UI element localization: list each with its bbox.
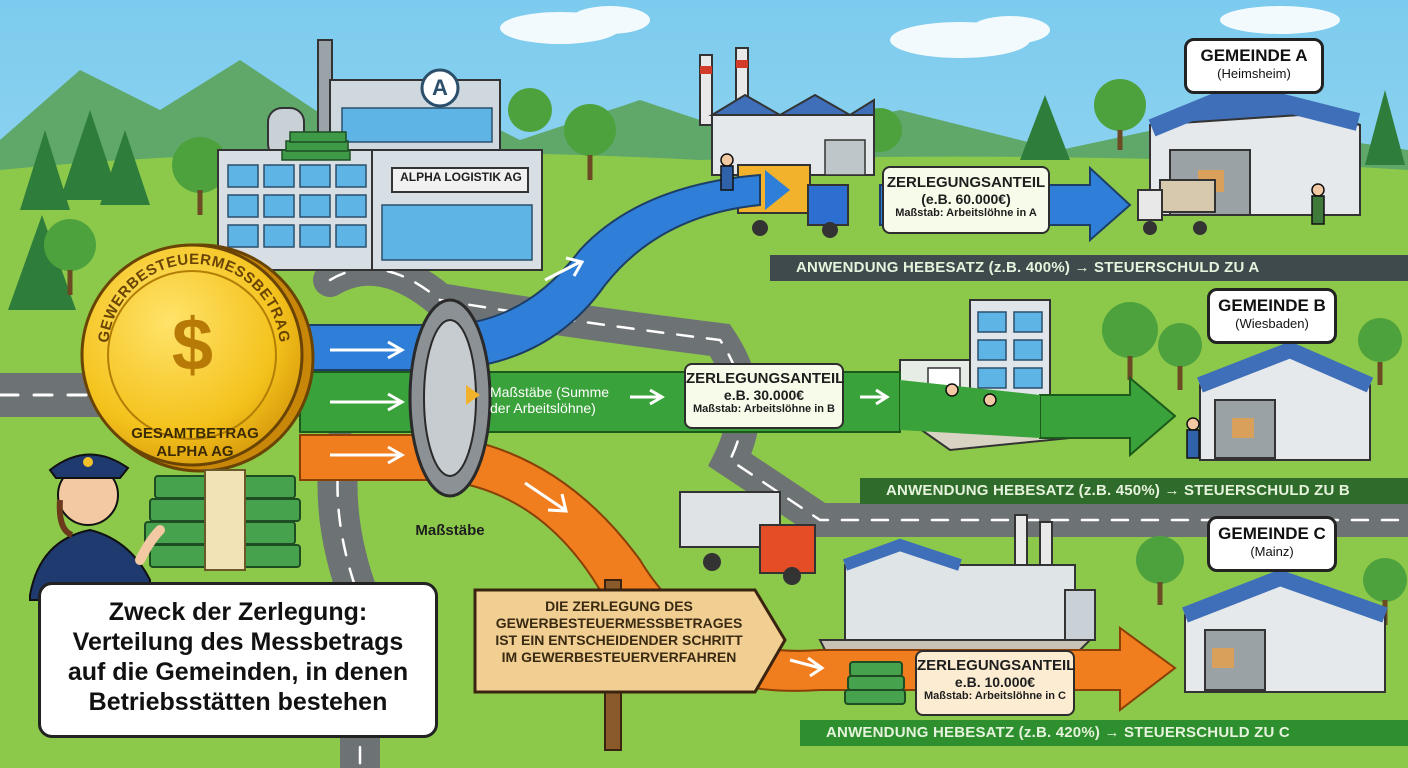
company-logo-icon: [420, 68, 460, 108]
trees: [8, 79, 1407, 625]
signpost-line-2: GEWERBESTEUERMESSBETRAGES: [495, 615, 743, 632]
coin-total-line1: GESAMTBETRAG: [131, 425, 259, 442]
share-b-basis: Maßstab: Arbeitslöhne in B: [693, 403, 835, 416]
flow-direction-chevrons: [330, 256, 890, 678]
green-flow-label: Maßstäbe (Summe der Arbeitslöhne): [490, 384, 610, 417]
truck-small-a: [1137, 179, 1216, 235]
coin-symbol: $: [171, 303, 214, 386]
municipality-b-city: (Wiesbaden): [1235, 316, 1309, 331]
signpost-line-4: IM GEWERBESTEUERVERFAHREN: [501, 649, 737, 666]
share-b-amount: e.B. 30.000€: [723, 387, 805, 404]
share-c-basis: Maßstab: Arbeitslöhne in C: [924, 690, 1066, 703]
municipality-c-name: GEMEINDE C: [1218, 524, 1326, 543]
share-a-amount: (e.B. 60.000€): [921, 191, 1011, 208]
warehouse-b: [1197, 341, 1374, 461]
truck-c: [679, 491, 816, 585]
municipality-a-callout: GEMEINDE A (Heimsheim): [1184, 38, 1324, 94]
purpose-line-3: auf die Gemeinden, in denen: [67, 658, 409, 686]
purpose-callout: Zweck der Zerlegung: Verteilung des Mess…: [38, 582, 438, 738]
signpost: [473, 579, 787, 751]
share-box-c: ZERLEGUNGSANTEIL e.B. 10.000€ Maßstab: A…: [915, 650, 1075, 716]
share-box-b: ZERLEGUNGSANTEIL e.B. 30.000€ Maßstab: A…: [684, 363, 844, 429]
share-c-amount: e.B. 10.000€: [954, 674, 1036, 691]
result-strip-b: ANWENDUNG HEBESATZ (z.B. 450%) → STEUERS…: [860, 478, 1408, 504]
money-stack-small: [844, 661, 906, 705]
result-strip-c: ANWENDUNG HEBESATZ (z.B. 420%) → STEUERS…: [800, 720, 1408, 746]
purpose-line-2: Verteilung des Messbetrags: [72, 628, 404, 656]
share-box-a: ZERLEGUNGSANTEIL (e.B. 60.000€) Maßstab:…: [882, 166, 1050, 234]
share-a-basis: Maßstab: Arbeitslöhne in A: [895, 207, 1037, 220]
coin: [80, 243, 315, 473]
flow-arrow-orange: [299, 434, 1177, 713]
purpose-line-4: Betriebsstätten bestehen: [88, 688, 388, 716]
municipality-a-name: GEMEINDE A: [1200, 46, 1308, 65]
municipality-b-callout: GEMEINDE B (Wiesbaden): [1207, 288, 1337, 344]
distributor-ring: [408, 298, 492, 498]
warehouse-c: [1182, 569, 1388, 693]
municipality-c-callout: GEMEINDE C (Mainz): [1207, 516, 1337, 572]
clouds: [500, 6, 1340, 58]
municipality-c-city: (Mainz): [1250, 544, 1294, 559]
signpost-text: DIE ZERLEGUNG DES GEWERBESTEUERMESSBETRA…: [478, 598, 760, 666]
share-b-title: ZERLEGUNGSANTEIL: [686, 370, 845, 387]
municipality-b-name: GEMEINDE B: [1218, 296, 1326, 315]
distributor-label: Maßstäbe: [415, 522, 485, 539]
share-a-title: ZERLEGUNGSANTEIL: [886, 174, 1046, 191]
coin-total-line2: ALPHA AG: [156, 443, 234, 460]
share-c-title: ZERLEGUNGSANTEIL: [917, 657, 1076, 674]
company-logo-letter: A: [432, 75, 448, 100]
signpost-line-1: DIE ZERLEGUNG DES: [545, 598, 693, 614]
money-stack: [144, 469, 301, 571]
purpose-line-1: Zweck der Zerlegung:: [108, 598, 368, 626]
signpost-line-3: IST EIN ENTSCHEIDENDER SCHRITT: [495, 632, 743, 649]
coin-arc-label-svg: GEWERBESTEUERMESSBETRAG: [95, 251, 292, 344]
result-strip-a: ANWENDUNG HEBESATZ (z.B. 400%) → STEUERS…: [770, 255, 1408, 281]
money-stack-roof: [281, 131, 351, 161]
workers: [720, 153, 1325, 459]
company-name-label: ALPHA LOGISTIK AG: [400, 170, 522, 184]
hq-sign-board: [391, 167, 529, 193]
hq-building: [217, 39, 543, 271]
municipality-a-city: (Heimsheim): [1217, 66, 1291, 81]
